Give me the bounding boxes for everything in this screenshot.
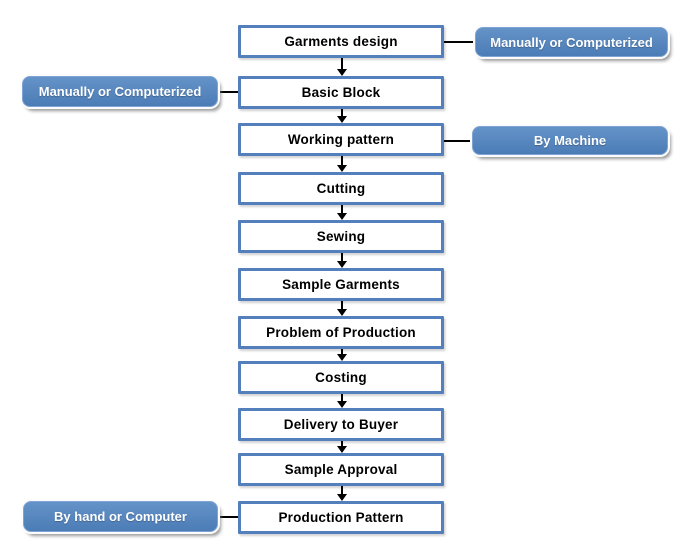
step-label: Costing bbox=[315, 370, 367, 385]
step-label: Problem of Production bbox=[266, 325, 416, 340]
step-label: Cutting bbox=[316, 181, 366, 196]
annotation-connector-line bbox=[444, 140, 472, 142]
annotation-by-machine: By Machine bbox=[472, 126, 668, 155]
arrow-down-icon bbox=[336, 301, 347, 316]
step-label: Basic Block bbox=[301, 85, 381, 100]
annotation-label: By hand or Computer bbox=[54, 509, 187, 524]
step-label: Sample Approval bbox=[284, 462, 398, 477]
arrow-down-icon bbox=[336, 441, 347, 453]
arrow-down-icon bbox=[336, 394, 347, 408]
step-sample-approval: Sample Approval bbox=[238, 453, 444, 486]
step-costing: Costing bbox=[238, 361, 444, 394]
step-production-pattern: Production Pattern bbox=[238, 501, 444, 534]
step-working-pattern: Working pattern bbox=[238, 123, 444, 156]
annotation-label: By Machine bbox=[533, 133, 607, 148]
annotation-manually-or-computerized-left: Manually or Computerized bbox=[22, 76, 218, 107]
annotation-connector-line bbox=[218, 91, 238, 93]
annotation-label: Manually or Computerized bbox=[38, 84, 202, 99]
annotation-manually-or-computerized-right: Manually or Computerized bbox=[475, 27, 668, 57]
step-label: Sample Garments bbox=[282, 277, 400, 292]
arrow-down-icon bbox=[336, 486, 347, 501]
step-label: Working pattern bbox=[287, 132, 395, 147]
step-garments-design: Garments design bbox=[238, 25, 444, 58]
arrow-down-icon bbox=[336, 205, 347, 220]
arrow-down-icon bbox=[336, 349, 347, 361]
arrow-down-icon bbox=[336, 58, 347, 76]
step-sample-garments: Sample Garments bbox=[238, 268, 444, 301]
annotation-by-hand-or-computer: By hand or Computer bbox=[23, 501, 218, 532]
annotation-connector-line bbox=[218, 516, 238, 518]
arrow-down-icon bbox=[336, 253, 347, 268]
step-label: Delivery to Buyer bbox=[283, 417, 399, 432]
step-sewing: Sewing bbox=[238, 220, 444, 253]
step-cutting: Cutting bbox=[238, 172, 444, 205]
step-delivery-to-buyer: Delivery to Buyer bbox=[238, 408, 444, 441]
step-label: Production Pattern bbox=[278, 510, 404, 525]
arrow-down-icon bbox=[336, 156, 347, 172]
step-basic-block: Basic Block bbox=[238, 76, 444, 109]
step-problem-of-production: Problem of Production bbox=[238, 316, 444, 349]
step-label: Sewing bbox=[316, 229, 366, 244]
annotation-connector-line bbox=[444, 41, 475, 43]
annotation-label: Manually or Computerized bbox=[490, 34, 653, 50]
step-label: Garments design bbox=[284, 34, 398, 49]
arrow-down-icon bbox=[336, 109, 347, 123]
